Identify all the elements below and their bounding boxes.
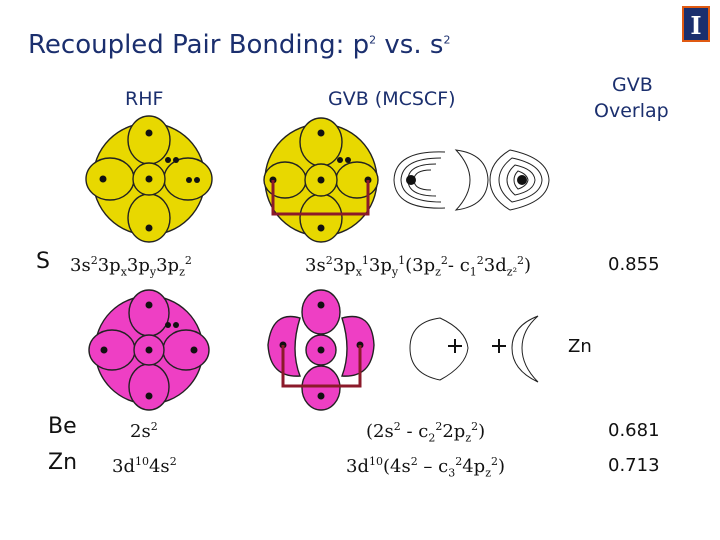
be-overlap-value: 0.681 <box>608 420 660 441</box>
element-be: Be <box>48 414 77 439</box>
zn-rhf-electrons <box>100 301 198 400</box>
zn-overlap-value: 0.713 <box>608 455 660 476</box>
element-zn: Zn <box>48 450 78 475</box>
zn-plot-label: Zn <box>568 336 592 357</box>
zn-pair-bracket <box>281 345 362 388</box>
s-overlap-nuclei <box>406 175 527 185</box>
zn-gvb-orbital <box>267 289 375 411</box>
s-rhf-electrons <box>99 129 200 232</box>
s-overlap-value: 0.855 <box>608 254 660 275</box>
s-gvb-config: 3s23px13py1(3pz2- c123dz²2) <box>305 254 532 279</box>
zn-gvb-config: 3d10(4s2 – c324pz2) <box>346 455 506 480</box>
s-rhf-config: 3s23px3py3pz2 <box>70 254 192 279</box>
slide-title: Recoupled Pair Bonding: p2 vs. s2 <box>28 30 451 60</box>
zn-rhf-config: 3d104s2 <box>112 455 177 477</box>
university-logo: I <box>682 6 710 42</box>
header-rhf: RHF <box>125 88 164 110</box>
element-s: S <box>36 249 50 274</box>
be-gvb-config: (2s2 - c222pz2) <box>366 420 486 445</box>
header-gvb: GVB <box>612 74 653 96</box>
header-gvb-mcscf: GVB (MCSCF) <box>328 88 456 110</box>
s-pair-bracket <box>271 180 370 216</box>
header-overlap: Overlap <box>594 100 669 122</box>
be-rhf-config: 2s2 <box>130 420 158 442</box>
zn-overlap-plus <box>448 339 506 353</box>
zn-overlap-contour <box>409 315 539 383</box>
